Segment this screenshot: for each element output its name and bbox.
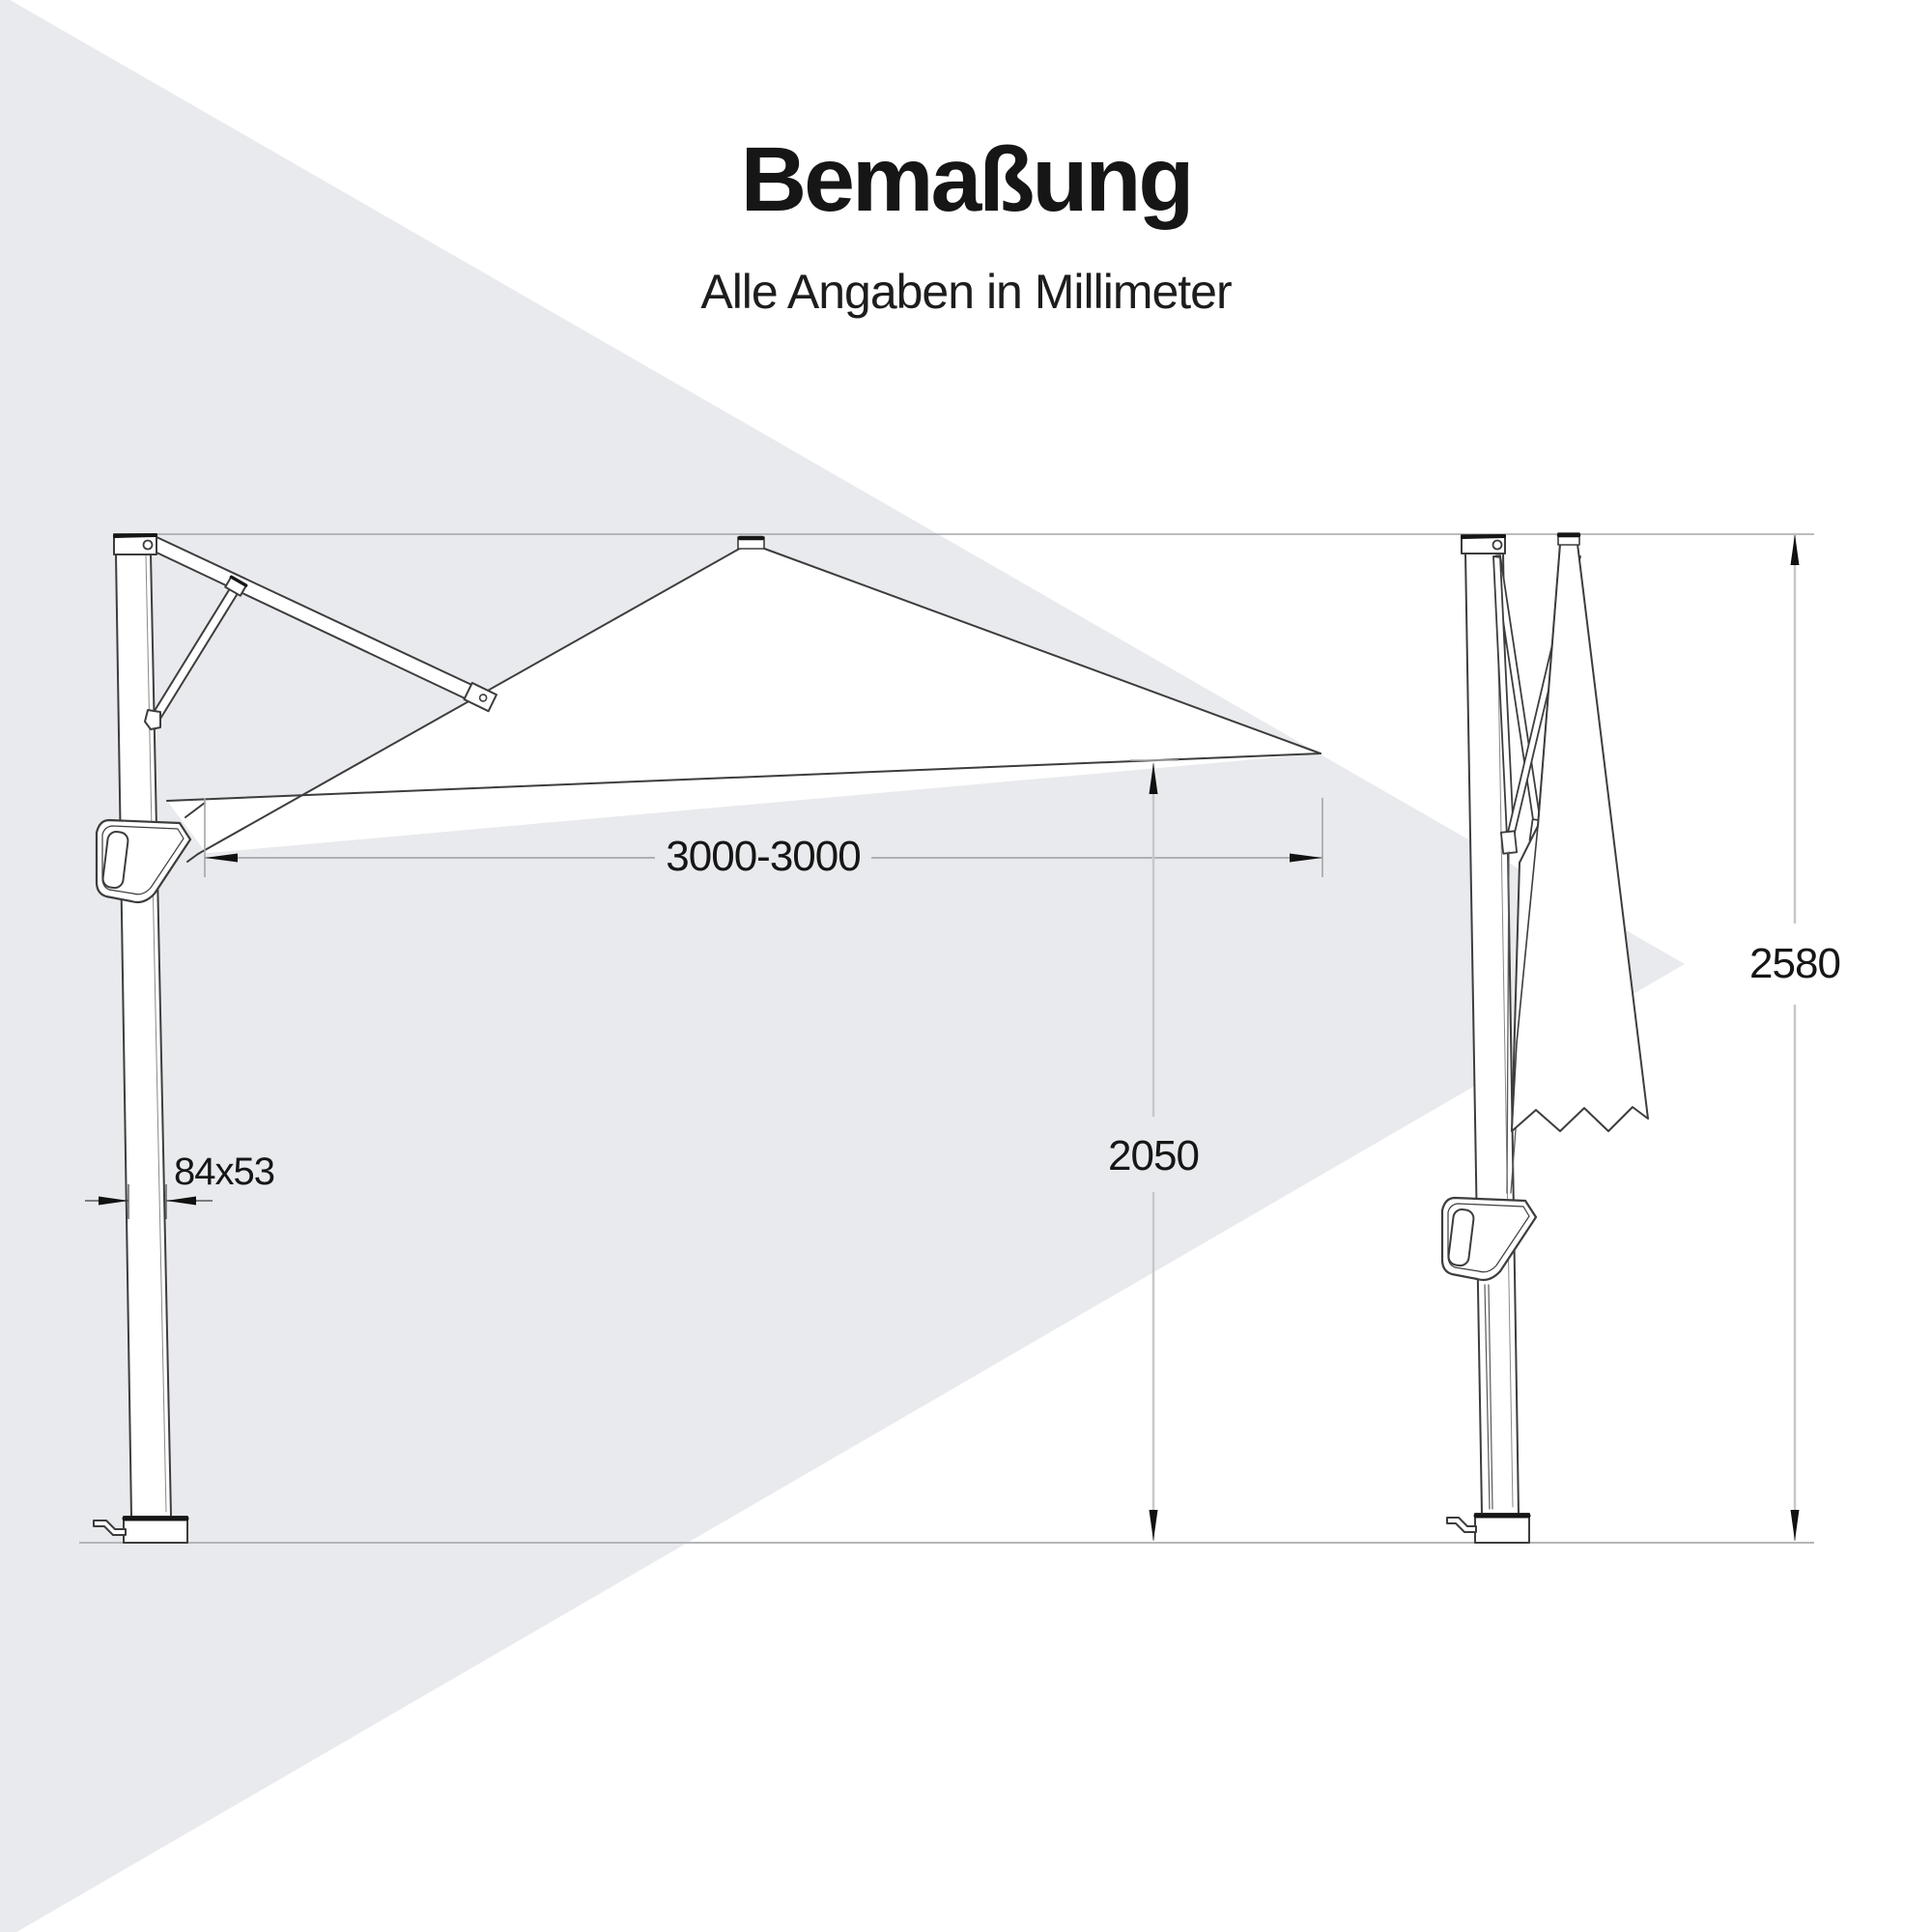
span-arrow-right: [1290, 853, 1322, 863]
right-pole-cord-b: [1488, 1284, 1493, 1510]
dimension-clearance-height: 2050: [1108, 759, 1200, 1541]
pole-arrow-right: [166, 1196, 196, 1206]
total-dimension-label: 2580: [1749, 940, 1840, 987]
right-base-mount: [1474, 1513, 1530, 1544]
canopy-back-hem: [166, 753, 1321, 802]
arm-end-fitting: [463, 681, 497, 713]
pole-arrow-left: [99, 1196, 128, 1206]
right-handle-slot: [1447, 1208, 1475, 1267]
total-arrow-down: [1790, 1510, 1800, 1541]
canopy-hub-connector-2: [186, 853, 199, 863]
right-handle-housing-inner: [1447, 1203, 1530, 1273]
dimension-span: 3000-3000: [204, 798, 1323, 880]
page-title: Bemaßung: [741, 128, 1192, 231]
left-pole-cap-hole: [142, 539, 154, 551]
left-pole-cap-top: [113, 533, 157, 538]
left-handle-housing-inner: [101, 825, 185, 895]
left-handle-slot: [101, 831, 129, 890]
right-pole-cap-top: [1461, 534, 1506, 539]
right-base-lever: [1446, 1517, 1477, 1533]
dimension-annotations: 3000-3000 2050 2580 84x53: [85, 534, 1841, 1541]
total-arrow-up: [1790, 534, 1800, 565]
strut-upper-fitting: [224, 575, 248, 597]
dimension-total-height: 2580: [1749, 534, 1841, 1541]
header: Bemaßung Alle Angaben in Millimeter: [700, 128, 1233, 319]
clearance-dimension-label: 2050: [1108, 1132, 1199, 1179]
fold-arm-fitting-left: [1499, 830, 1519, 855]
span-arrow-left: [205, 853, 238, 863]
dimension-pole-section: 84x53: [85, 1151, 275, 1219]
page-subtitle: Alle Angaben in Millimeter: [700, 265, 1232, 319]
closed-canopy: [1511, 543, 1649, 1132]
left-base-lever: [93, 1520, 127, 1536]
right-pole-cord-a: [1484, 1284, 1491, 1510]
pull-cord-b: [1506, 851, 1510, 1194]
pole-strut-bracket: [144, 709, 161, 730]
closed-umbrella-drawing: [1440, 532, 1649, 1544]
clearance-arrow-up: [1149, 763, 1158, 794]
closed-canopy-left-fold: [1511, 543, 1561, 1132]
canopy-hub-connector-1: [185, 802, 206, 818]
right-pole-cap-hole: [1492, 539, 1503, 551]
open-umbrella-drawing: [93, 533, 1321, 1544]
span-dimension-label: 3000-3000: [666, 833, 860, 880]
right-pole-seam: [1495, 554, 1514, 1508]
clearance-arrow-down: [1149, 1510, 1158, 1541]
background-beam-shape: [0, 0, 1685, 1932]
canopy-hem-fill: [167, 753, 1321, 851]
pole-section-label: 84x53: [174, 1151, 274, 1193]
canopy-right-edge: [758, 546, 1321, 754]
